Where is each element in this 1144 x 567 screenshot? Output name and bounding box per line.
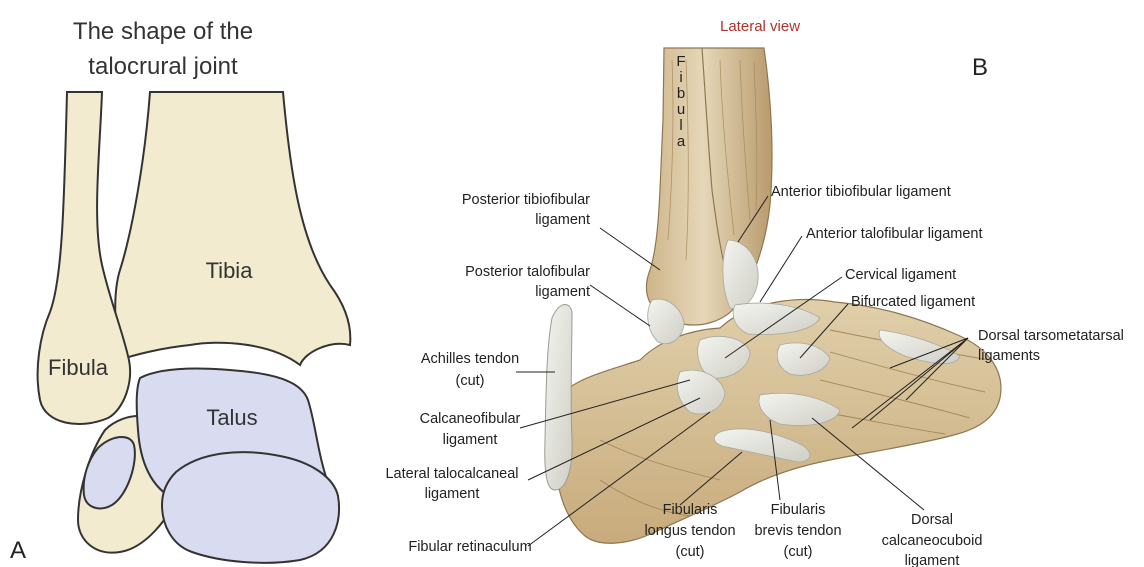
- fibula-letter-6: a: [677, 133, 686, 150]
- label-dorsal-calcaneocuboid-2: calcaneocuboid: [882, 533, 983, 549]
- label-calcaneofibular-2: ligament: [443, 432, 498, 448]
- panel-a-letter: A: [10, 537, 26, 564]
- label-lateral-talocalcaneal-2: ligament: [425, 486, 480, 502]
- panel-a-title-line1: The shape of the: [73, 18, 253, 45]
- label-bifurcated: Bifurcated ligament: [851, 294, 975, 310]
- panel-b: Lateral view B F i b u l a: [385, 18, 1123, 567]
- label-fibular-retinaculum: Fibular retinaculum: [408, 539, 531, 555]
- talus-label: Talus: [206, 405, 257, 430]
- fibula-letter-3: b: [677, 85, 685, 102]
- label-fibularis-brevis-1: Fibularis: [771, 502, 826, 518]
- label-fibularis-longus-1: Fibularis: [663, 502, 718, 518]
- achilles-tendon: [545, 304, 572, 490]
- lateral-view-label: Lateral view: [720, 18, 800, 35]
- label-anterior-talofibular: Anterior talofibular ligament: [806, 226, 983, 242]
- fibula-label: Fibula: [48, 355, 109, 380]
- fibula-vertical-label: F i b u l a: [676, 53, 685, 150]
- label-fibularis-longus-3: (cut): [676, 544, 705, 560]
- label-fibularis-brevis-2: brevis tendon: [754, 523, 841, 539]
- panel-b-letter: B: [972, 54, 988, 81]
- tibia-bone: [115, 92, 350, 365]
- fibula-letter-5: l: [679, 117, 682, 134]
- label-dorsal-tarsometatarsal-1: Dorsal tarsometatarsal: [978, 328, 1124, 344]
- tibia-label: Tibia: [206, 258, 254, 283]
- label-cervical: Cervical ligament: [845, 267, 956, 283]
- label-lateral-talocalcaneal-1: Lateral talocalcaneal: [385, 466, 518, 482]
- label-posterior-tibiofibular-1: Posterior tibiofibular: [462, 192, 590, 208]
- label-calcaneofibular-1: Calcaneofibular: [420, 411, 521, 427]
- label-posterior-talofibular-1: Posterior talofibular: [465, 264, 590, 280]
- label-achilles-2: (cut): [456, 373, 485, 389]
- label-fibularis-longus-2: longus tendon: [644, 523, 735, 539]
- fibula-letter-4: u: [677, 101, 685, 118]
- fibula-letter-1: F: [676, 53, 685, 70]
- label-posterior-talofibular-2: ligament: [535, 284, 590, 300]
- label-posterior-tibiofibular-2: ligament: [535, 212, 590, 228]
- panel-a: The shape of the talocrural joint Tibia …: [10, 18, 350, 564]
- label-dorsal-tarsometatarsal-2: ligaments: [978, 348, 1040, 364]
- label-dorsal-calcaneocuboid-3: ligament: [905, 553, 960, 567]
- bottom-labels: Fibularis longus tendon (cut) Fibularis …: [644, 502, 982, 567]
- label-anterior-tibiofibular: Anterior tibiofibular ligament: [771, 184, 951, 200]
- fibula-letter-2: i: [679, 69, 682, 86]
- label-fibularis-brevis-3: (cut): [784, 544, 813, 560]
- label-achilles-1: Achilles tendon: [421, 351, 519, 367]
- label-dorsal-calcaneocuboid-1: Dorsal: [911, 512, 953, 528]
- panel-a-title-line2: talocrural joint: [88, 53, 238, 80]
- navicular-bone: [162, 452, 339, 563]
